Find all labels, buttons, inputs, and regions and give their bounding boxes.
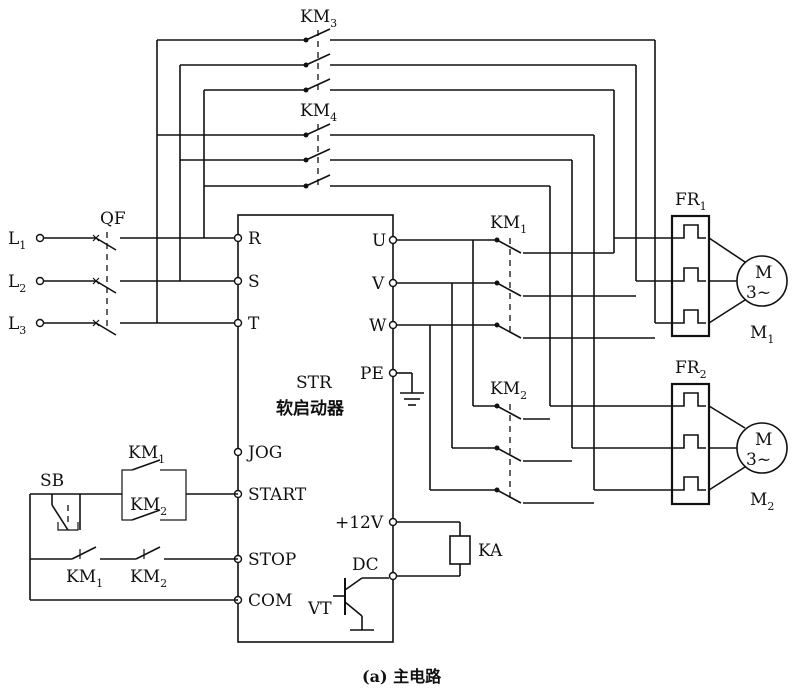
km4-to-m2 [330,134,595,490]
km1-contacts [494,237,655,339]
fr1-label: FR1 [675,190,707,213]
terminal-12v: +12V [335,513,384,533]
km2-top-label: KM2 [490,379,527,402]
l1-terminal [35,233,45,243]
m1-motor-symbol: M [755,263,772,283]
km4-label: KM4 [300,101,337,124]
qf-breaker [95,232,238,336]
motor-m1 [736,255,788,307]
l1-label: L1 [8,229,26,252]
l3-terminal [35,318,45,328]
pe-ground [397,372,424,406]
fr2-thermal-relay [670,382,746,506]
km2-to-fr2 [550,405,676,491]
km1-top-label: KM1 [490,213,527,236]
l2-terminal [35,276,45,286]
fr2-label: FR2 [675,358,707,381]
km3-label: KM3 [300,7,337,30]
bypass-bus [156,39,305,323]
vt-transistor [333,577,389,631]
km4-contacts [303,123,331,189]
qf-label: QF [100,209,126,229]
m1-label: M1 [750,323,774,346]
motor-m2 [736,422,788,474]
ka-relay [397,521,471,577]
fr1-thermal-relay [670,214,746,338]
terminal-start: START [248,485,307,505]
m2-label: M2 [750,490,774,513]
control-circuit [29,459,238,601]
terminal-jog: JOG [246,443,282,463]
terminal-v: V [371,274,385,294]
km1-stop-label: KM1 [66,567,103,590]
starter-subtitle: 软启动器 [276,398,345,419]
km1-to-fr1 [613,237,676,324]
figure-caption: (a) 主电路 [362,667,442,686]
line-inputs [35,233,100,328]
m2-motor-symbol: M [755,430,772,450]
ka-label: KA [478,541,503,561]
terminal-dc: DC [352,555,379,575]
terminal-u: U [372,231,386,251]
terminal-com: COM [248,591,292,611]
soft-starter-box [237,214,394,643]
starter-name: STR [296,373,333,393]
km2-ctrl-label: KM2 [130,495,167,518]
l3-label: L3 [8,314,26,337]
terminal-t: T [248,314,260,334]
l2-label: L2 [8,272,26,295]
terminal-s: S [248,272,260,292]
km2-contacts [494,403,594,504]
km2-stop-label: KM2 [130,567,167,590]
sb-label: SB [40,471,64,491]
str-right-terminals [388,235,398,581]
str-left-terminals [233,233,243,605]
m2-phase-label: 3~ [746,450,771,470]
terminal-r: R [248,229,262,249]
terminal-stop: STOP [248,550,296,570]
terminal-pe: PE [360,364,384,384]
uvw-outputs [397,239,497,491]
km3-to-m1 [330,39,656,323]
km3-contacts [303,28,331,93]
vt-label: VT [307,599,332,619]
m1-phase-label: 3~ [746,283,771,303]
km1-ctrl-label: KM1 [128,443,165,466]
terminal-w: W [369,316,387,336]
